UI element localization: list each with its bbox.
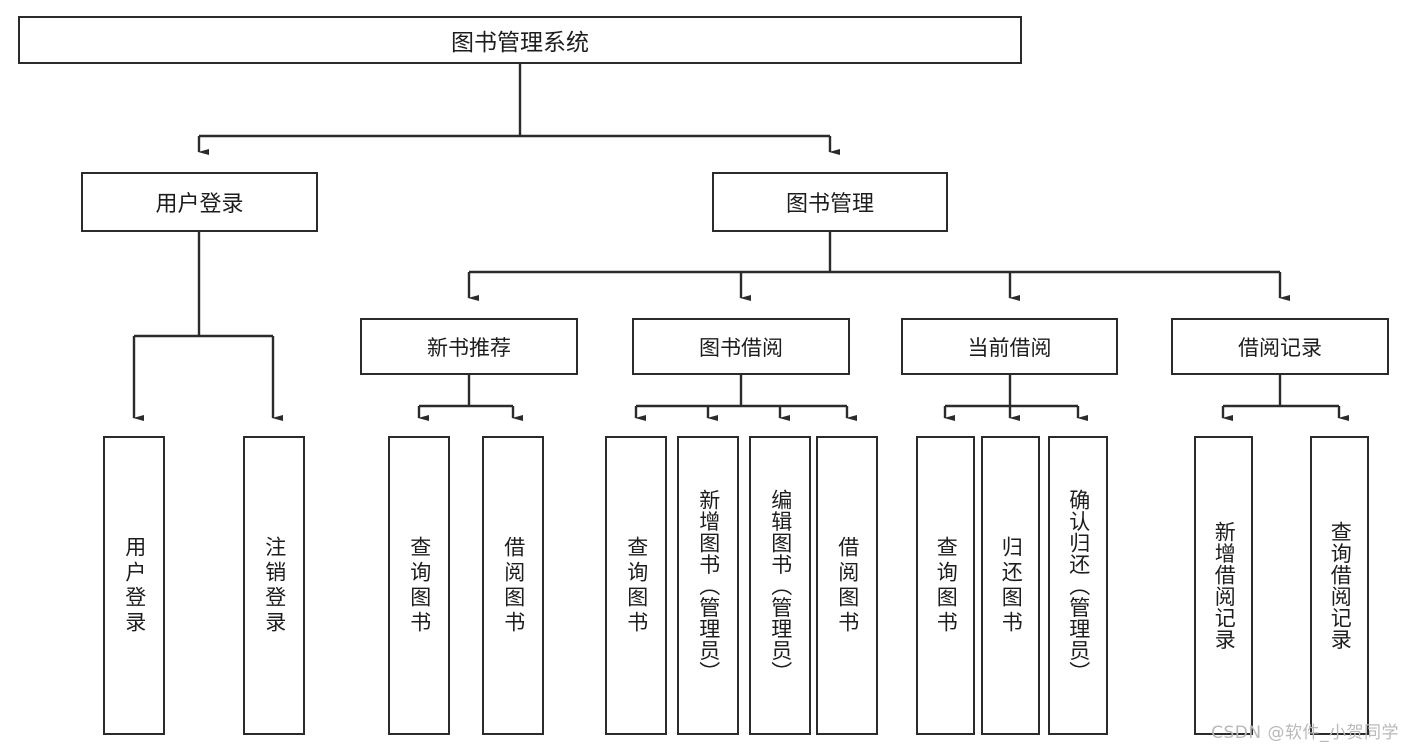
leaf-node-label: 查询图书	[624, 535, 649, 636]
node-borrow-record[interactable]: 借阅记录	[1171, 318, 1389, 375]
node-current-borrow-label: 当前借阅	[967, 335, 1052, 360]
node-current-borrow[interactable]: 当前借阅	[901, 318, 1118, 375]
leaf-node[interactable]: 确认归还（管理员）	[1048, 436, 1108, 735]
leaf-node[interactable]: 查询图书	[388, 436, 450, 735]
leaf-node[interactable]: 注销登录	[243, 436, 305, 735]
node-borrow-record-label: 借阅记录	[1238, 335, 1322, 360]
leaf-node-label: 新增借阅记录	[1212, 521, 1237, 650]
leaf-node[interactable]: 新增借阅记录	[1194, 436, 1253, 735]
node-new-book-recommend[interactable]: 新书推荐	[360, 318, 578, 375]
leaf-node[interactable]: 借阅图书	[816, 436, 878, 735]
node-user-login-label: 用户登录	[155, 192, 244, 217]
leaf-node[interactable]: 编辑图书（管理员）	[749, 436, 811, 735]
leaf-node[interactable]: 查询图书	[605, 436, 667, 735]
node-book-borrow[interactable]: 图书借阅	[632, 318, 850, 375]
leaf-node[interactable]: 新增图书（管理员）	[677, 436, 739, 735]
leaf-node-label: 用户登录	[122, 535, 147, 636]
leaf-node-label: 编辑图书（管理员）	[768, 488, 793, 683]
leaf-node-label: 查询借阅记录	[1328, 521, 1353, 650]
node-new-book-recommend-label: 新书推荐	[427, 335, 511, 360]
leaf-node-label: 注销登录	[262, 535, 287, 636]
leaf-node-label: 归还图书	[999, 535, 1024, 636]
leaf-node[interactable]: 用户登录	[103, 436, 165, 735]
leaf-node[interactable]: 归还图书	[981, 436, 1040, 735]
node-user-login[interactable]: 用户登录	[81, 172, 318, 232]
leaf-node-label: 借阅图书	[501, 535, 526, 636]
node-book-management[interactable]: 图书管理	[712, 172, 948, 232]
leaf-node[interactable]: 查询借阅记录	[1310, 436, 1369, 735]
node-book-borrow-label: 图书借阅	[699, 335, 783, 360]
leaf-node-label: 查询图书	[407, 535, 432, 636]
leaf-node-label: 确认归还（管理员）	[1066, 488, 1091, 683]
leaf-node-label: 借阅图书	[835, 535, 860, 636]
leaf-node-label: 新增图书（管理员）	[696, 488, 721, 683]
node-root-label: 图书管理系统	[451, 30, 589, 56]
leaf-node[interactable]: 借阅图书	[482, 436, 544, 735]
leaf-node-label: 查询图书	[934, 535, 959, 636]
leaf-node[interactable]: 查询图书	[916, 436, 975, 735]
node-root-system[interactable]: 图书管理系统	[18, 16, 1022, 64]
node-book-management-label: 图书管理	[785, 192, 874, 217]
